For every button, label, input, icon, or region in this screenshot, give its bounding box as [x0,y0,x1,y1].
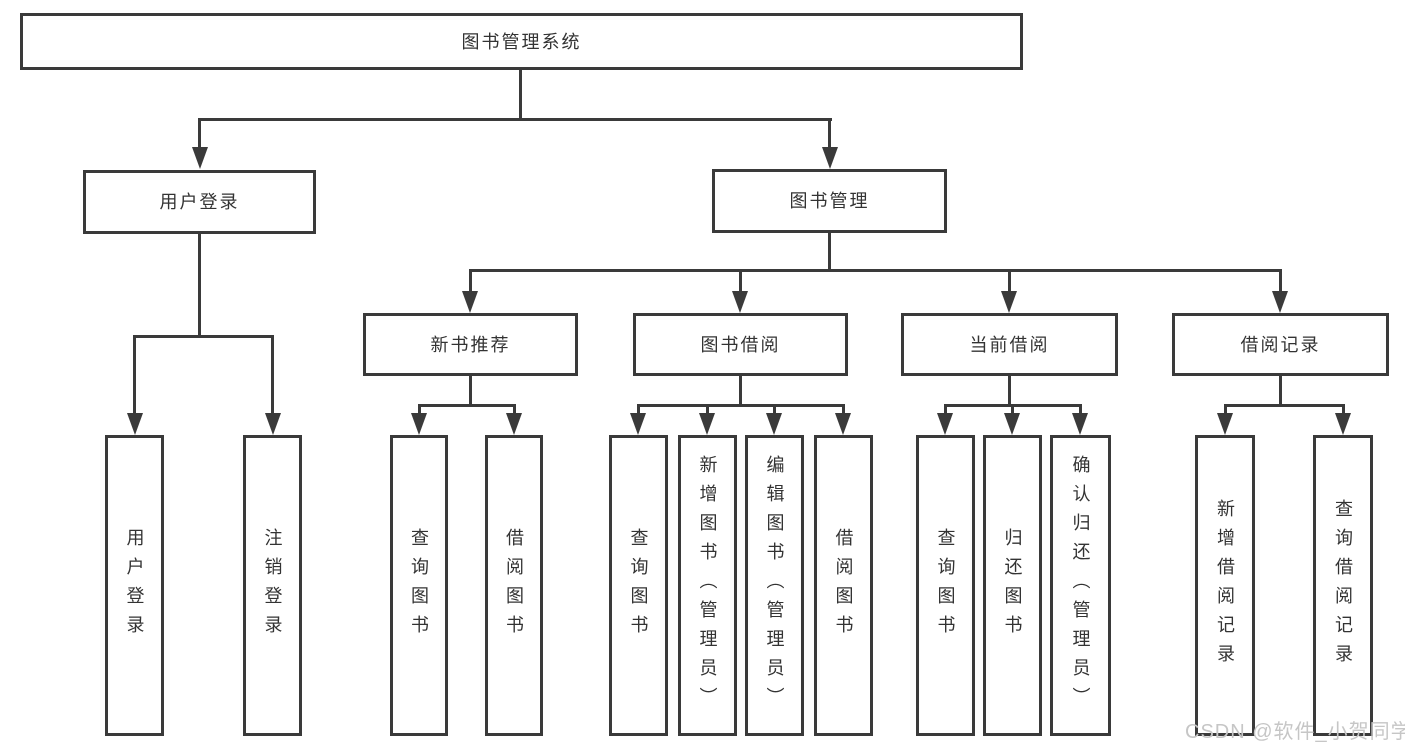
arrow-down-icon [1335,413,1351,435]
arrow-down-icon [1001,291,1017,313]
connector-line [1224,404,1227,414]
arrow-down-icon [766,413,782,435]
connector-line [706,404,709,414]
leaf-confirm-return-admin: 确认归还（管理员） [1050,435,1111,736]
node-library-management-system: 图书管理系统 [20,13,1023,70]
leaf-label: 查询图书 [409,527,429,644]
leaf-label: 确认归还（管理员） [1070,455,1091,716]
connector-line [739,376,742,407]
node-book-management: 图书管理 [712,169,947,233]
connector-line [1011,404,1014,414]
connector-line [198,234,201,337]
leaf-label: 注销登录 [262,527,283,644]
connector-line [944,404,947,414]
connector-line [739,269,742,293]
watermark: CSDN @软件_小贺同学 [1185,721,1405,743]
node-label: 图书管理系统 [461,31,582,52]
arrow-down-icon [1217,413,1233,435]
arrow-down-icon [411,413,427,435]
leaf-user-login: 用户登录 [105,435,164,736]
arrow-down-icon [732,291,748,313]
connector-line [1279,269,1282,293]
node-label: 当前借阅 [969,334,1050,355]
node-label: 用户登录 [159,192,240,212]
arrow-down-icon [265,413,281,435]
connector-line [469,269,472,293]
leaf-label: 查询图书 [628,527,649,644]
leaf-label: 借阅图书 [833,527,854,644]
arrow-down-icon [630,413,646,435]
node-user-login: 用户登录 [83,170,316,234]
arrow-down-icon [835,413,851,435]
connector-line [828,118,831,150]
leaf-query-books-recommendation: 查询图书 [390,435,448,736]
arrow-down-icon [1072,413,1088,435]
node-new-book-recommendation: 新书推荐 [363,313,578,376]
connector-line [1008,376,1011,407]
connector-line [418,404,421,414]
leaf-query-borrow-record: 查询借阅记录 [1313,435,1373,736]
leaf-label: 编辑图书（管理员） [764,455,785,716]
node-label: 图书管理 [789,191,870,211]
leaf-label: 新增图书（管理员） [697,455,718,716]
node-borrowing-records: 借阅记录 [1172,313,1389,376]
leaf-label: 借阅图书 [504,527,524,644]
arrow-down-icon [699,413,715,435]
connector-line [637,404,640,414]
arrow-down-icon [1004,413,1020,435]
arrow-down-icon [506,413,522,435]
connector-line [1224,404,1344,407]
leaf-add-book-admin: 新增图书（管理员） [678,435,737,736]
connector-line [198,118,201,150]
connector-line [1008,269,1011,293]
leaf-query-books-current: 查询图书 [916,435,975,736]
leaf-borrow-books-recommendation: 借阅图书 [485,435,543,736]
connector-line [133,335,274,338]
connector-line [1079,404,1082,414]
connector-line [1279,376,1282,407]
connector-line [1342,404,1345,414]
connector-line [271,335,274,415]
leaf-edit-book-admin: 编辑图书（管理员） [745,435,804,736]
arrow-down-icon [822,147,838,169]
connector-line [198,118,832,121]
connector-line [418,404,516,407]
connector-line [842,404,845,414]
leaf-label: 归还图书 [1002,527,1023,644]
arrow-down-icon [192,147,208,169]
arrow-down-icon [127,413,143,435]
leaf-label: 查询借阅记录 [1333,498,1353,673]
connector-line [637,404,845,407]
leaf-add-borrow-record: 新增借阅记录 [1195,435,1255,736]
connector-line [513,404,516,414]
arrow-down-icon [1272,291,1288,313]
leaf-label: 用户登录 [124,527,145,644]
leaf-borrow-books: 借阅图书 [814,435,873,736]
connector-line [828,233,831,271]
leaf-return-books: 归还图书 [983,435,1042,736]
connector-line [469,376,472,407]
connector-line [519,70,522,120]
leaf-label: 查询图书 [935,527,956,644]
connector-line [133,335,136,415]
arrow-down-icon [937,413,953,435]
arrow-down-icon [462,291,478,313]
connector-line [773,404,776,414]
node-label: 图书借阅 [700,334,781,355]
leaf-label: 新增借阅记录 [1215,498,1235,673]
connector-line [469,269,1282,272]
leaf-query-books-borrowing: 查询图书 [609,435,668,736]
leaf-logout: 注销登录 [243,435,302,736]
node-book-borrowing: 图书借阅 [633,313,848,376]
node-label: 新书推荐 [430,334,511,355]
node-label: 借阅记录 [1240,334,1321,355]
node-current-borrowing: 当前借阅 [901,313,1118,376]
